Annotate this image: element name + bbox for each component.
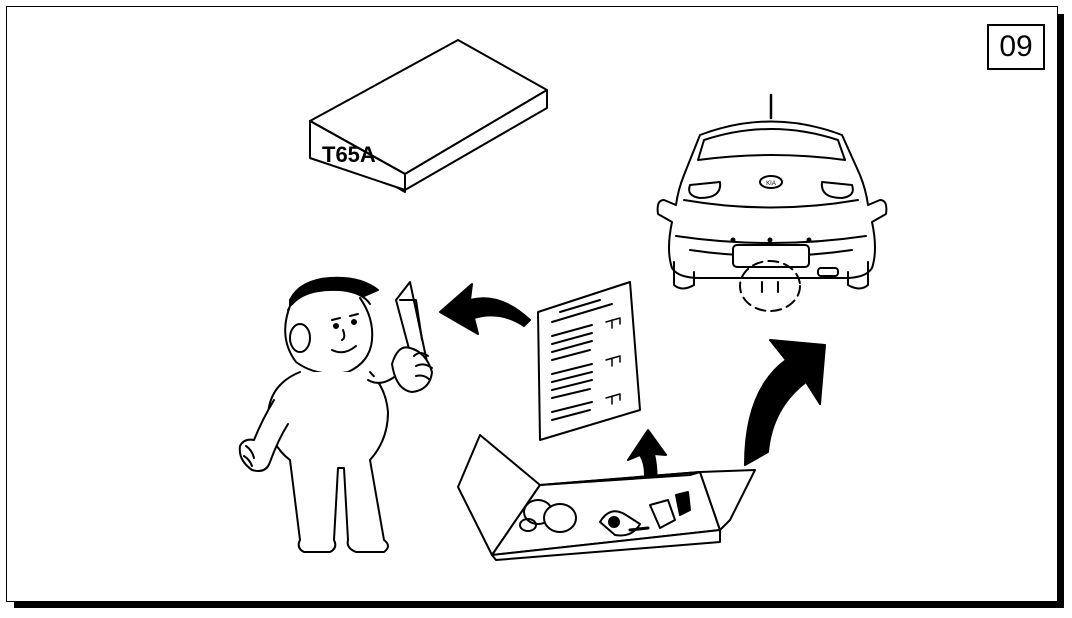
kit-box — [457, 434, 756, 561]
car-rear-icon: KIA — [656, 93, 888, 312]
box-label: T65A — [322, 142, 376, 167]
frame-shadow-right — [1058, 14, 1064, 608]
step-number: 09 — [987, 24, 1045, 70]
product-box: T65A — [309, 39, 548, 193]
man-figure — [238, 276, 433, 553]
arrow-to-man — [439, 283, 531, 335]
svg-text:KIA: KIA — [766, 181, 776, 187]
frame-shadow-bottom — [14, 602, 1064, 608]
instruction-sheet — [537, 281, 641, 441]
arrow-to-car — [744, 339, 826, 466]
